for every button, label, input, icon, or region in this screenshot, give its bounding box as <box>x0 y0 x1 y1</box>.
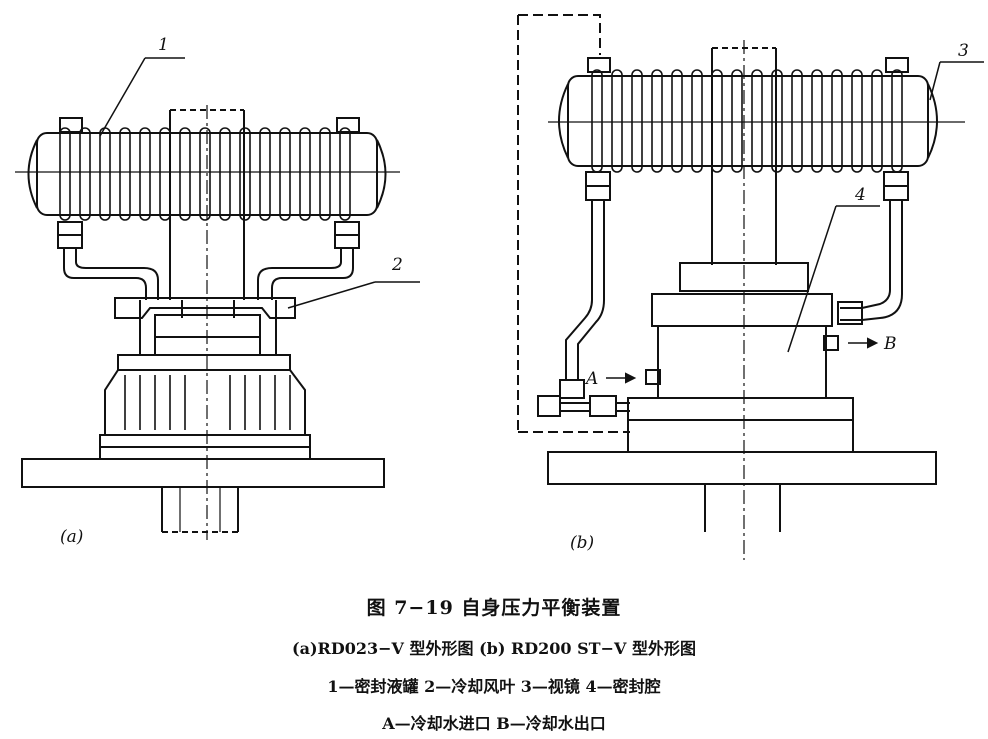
callout-1: 1 <box>158 35 169 55</box>
figure-flow-legend: A—冷却水进口 B—冷却水出口 <box>382 714 606 733</box>
figure-legend: 1—密封液罐 2—冷却风叶 3—视镜 4—密封腔 <box>327 677 661 696</box>
diagram-figure: 1 2 3 4 A B (a) (b) <box>15 14 984 560</box>
panel-a-drawing <box>15 57 420 540</box>
panel-b-label: (b) <box>570 533 594 553</box>
callout-2: 2 <box>391 255 403 275</box>
callout-4: 4 <box>854 185 866 205</box>
inlet-label-a: A <box>584 369 598 389</box>
figure-subtitle: (a)RD023−V 型外形图 (b) RD200 ST−V 型外形图 <box>292 639 696 658</box>
callout-3: 3 <box>958 41 969 61</box>
outlet-label-b: B <box>883 334 897 354</box>
panel-a-label: (a) <box>60 527 83 547</box>
panel-b-drawing <box>517 14 984 560</box>
figure-title: 图 7−19 自身压力平衡装置 <box>366 597 622 619</box>
